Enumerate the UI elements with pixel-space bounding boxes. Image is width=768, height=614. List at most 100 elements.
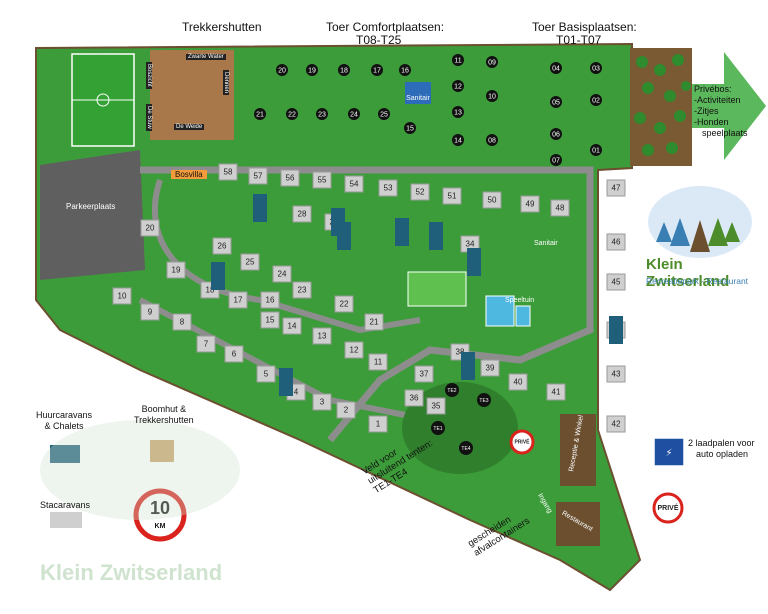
plot-label-12: 12 <box>350 346 359 355</box>
chalet-berk <box>609 316 623 344</box>
plot-label-58: 58 <box>224 168 233 177</box>
plot-label-49: 49 <box>526 200 535 209</box>
laadpalen-line-1: 2 laadpalen voor <box>688 438 755 448</box>
privebos-item-3: -Honden <box>694 117 729 127</box>
pitch-T22 <box>286 108 298 120</box>
plots-layer: 5857565554535251504948474645444342414039… <box>112 163 626 455</box>
legend-huurcaravans: Huurcaravans & Chalets <box>36 410 93 431</box>
pitch-T07 <box>550 154 562 166</box>
plot-label-34: 34 <box>466 240 475 249</box>
sanitair-icon-label: Sanitair <box>406 95 430 102</box>
legend-boomhut: Boomhut & Trekkershutten <box>134 404 194 425</box>
plot-label-24: 24 <box>278 270 287 279</box>
privebos-arrow <box>692 52 766 160</box>
plot-19 <box>166 261 186 279</box>
restaurant-building <box>556 502 600 546</box>
plot-label-57: 57 <box>254 172 263 181</box>
pitch-label-T04: 04 <box>552 65 560 72</box>
plot-label-53: 53 <box>384 184 393 193</box>
pitch-T06 <box>550 128 562 140</box>
pitch-label-T15: 15 <box>406 125 414 132</box>
plot-label-19: 19 <box>172 266 181 275</box>
plot-46 <box>606 233 626 251</box>
pitch-label-T23: 23 <box>318 111 326 118</box>
pitch-label-T20: 20 <box>278 67 286 74</box>
plot-10 <box>112 287 132 305</box>
plot-48 <box>550 199 570 217</box>
comfort-range: T08-T25 <box>356 33 402 47</box>
main-road <box>140 166 594 443</box>
hut-dennen: Dennen <box>223 70 229 96</box>
pitch-T14 <box>452 134 464 146</box>
prive-sign-2 <box>652 492 684 524</box>
pitch-label-T03: 03 <box>592 65 600 72</box>
plot-label-10: 10 <box>118 292 127 301</box>
plot-11 <box>368 353 388 371</box>
laadpalen-line-2: auto opladen <box>696 449 749 459</box>
plot-label-54: 54 <box>350 180 359 189</box>
plot-39 <box>480 359 500 377</box>
basis-title: Toer Basisplaatsen: <box>532 20 637 34</box>
pitch-label-T18: 18 <box>340 67 348 74</box>
legend-swatch-stacaravan <box>50 512 82 528</box>
plot-1 <box>368 415 388 433</box>
plot-label-17: 17 <box>234 296 243 305</box>
chalet-bosviooltje <box>395 218 409 246</box>
plot-51 <box>442 187 462 205</box>
hut-de-weide: De Weide <box>174 124 205 130</box>
basis-range: T01-T07 <box>556 33 602 47</box>
pitch-label-T17: 17 <box>373 67 381 74</box>
charging-icon <box>653 437 685 467</box>
plot-17 <box>228 291 248 309</box>
pitch-label-T06: 06 <box>552 131 560 138</box>
laadpalen-label: 2 laadpalen voor auto opladen <box>688 438 755 460</box>
pitch-label-T09: 09 <box>488 59 496 66</box>
speed-limit-sign <box>133 488 187 542</box>
plot-label-20: 20 <box>146 224 155 233</box>
pitch-label-T21: 21 <box>256 111 264 118</box>
brand-tagline: Recreatiepark - Restaurant <box>646 276 749 286</box>
plot-label-26: 26 <box>218 242 227 251</box>
plot-label-56: 56 <box>286 174 295 183</box>
pitch-T13 <box>452 106 464 118</box>
plot-label-21: 21 <box>370 318 379 327</box>
plot-label-35: 35 <box>432 402 441 411</box>
watermark-trees <box>40 420 240 520</box>
hut-zwarte-water: Zwarte Water <box>186 54 226 60</box>
plot-label-55: 55 <box>318 176 327 185</box>
plot-label-50: 50 <box>488 196 497 205</box>
trekkershutten-title: Trekkershutten <box>182 20 262 34</box>
pitch-label-T19: 19 <box>308 67 316 74</box>
speed-limit-unit: KM <box>155 523 166 530</box>
plot-28 <box>292 205 312 223</box>
watermark-brand: Klein Zwitserland <box>40 560 223 585</box>
plot-37 <box>414 365 434 383</box>
pitch-label-T14: 14 <box>454 137 462 144</box>
hut-boszicht: Boszicht <box>146 62 152 89</box>
plot-20 <box>140 219 160 237</box>
pitch-T15 <box>404 122 416 134</box>
plot-25 <box>240 253 260 271</box>
pool <box>485 295 515 327</box>
pitch-label-T24: 24 <box>350 111 358 118</box>
speeltuin-label: Speeltuin <box>505 297 535 304</box>
pitch-T19 <box>306 64 318 76</box>
legend-swatch-hut <box>150 440 174 462</box>
tent-label-TE1: TE1 <box>433 426 442 432</box>
tent-label-TE3: TE3 <box>479 398 488 404</box>
tent-TE4 <box>459 441 473 455</box>
plot-label-18: 18 <box>206 286 215 295</box>
plot-53 <box>378 179 398 197</box>
pitch-T16 <box>399 64 411 76</box>
plot-label-39: 39 <box>486 364 495 373</box>
plot-label-5: 5 <box>264 370 269 379</box>
plot-label-52: 52 <box>416 188 425 197</box>
pitch-label-T22: 22 <box>288 111 296 118</box>
plot-label-42: 42 <box>612 420 621 429</box>
plot-label-1: 1 <box>376 420 381 429</box>
plot-40 <box>508 373 528 391</box>
prive-sign-2-text: PRIVÉ <box>657 503 678 512</box>
charging-icon-glyph: ⚡ <box>665 448 672 459</box>
plot-label-37: 37 <box>420 370 429 379</box>
plot-52 <box>410 183 430 201</box>
